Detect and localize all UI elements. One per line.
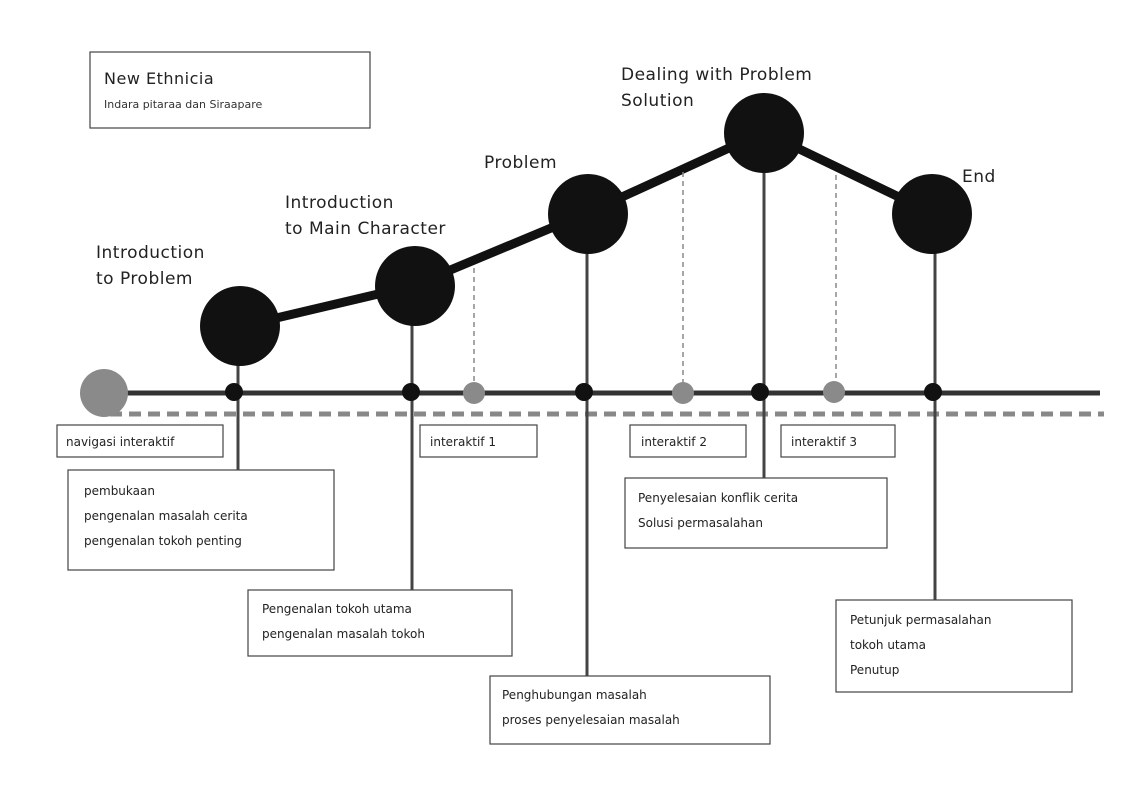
- description-box-2: Pengenalan tokoh utama pengenalan masala…: [247, 589, 513, 657]
- stage-node-problem[interactable]: [548, 174, 628, 254]
- timeline-node-5: [924, 383, 942, 401]
- header-frame: [89, 51, 371, 129]
- interactive-label-frame-3: [780, 424, 896, 458]
- navigation-label-box[interactable]: navigasi interaktif: [56, 424, 224, 458]
- description-box-3: Penghubungan masalah proses penyelesaian…: [489, 675, 771, 745]
- description-text-5: Petunjuk permasalahan tokoh utama Penutu…: [850, 613, 995, 677]
- stage-node-dealing-with-problem-solution[interactable]: [724, 93, 804, 173]
- interactive-label-3: interaktif 3: [791, 435, 857, 449]
- description-text-2: Pengenalan tokoh utama pengenalan masala…: [262, 602, 425, 641]
- header-box: New Ethnicia Indara pitaraa dan Siraapar…: [89, 51, 371, 129]
- interactive-node-2[interactable]: [672, 382, 694, 404]
- interactive-label-frame-1: [419, 424, 538, 458]
- stage-title-introduction-to-problem: Introduction to Problem: [96, 243, 211, 289]
- timeline-node-4: [751, 383, 769, 401]
- timeline-node-3: [575, 383, 593, 401]
- description-frame-2: [247, 589, 513, 657]
- description-frame-5: [835, 599, 1073, 693]
- stage-node-end[interactable]: [892, 174, 972, 254]
- description-frame-3: [489, 675, 771, 745]
- stage-title-end: End: [962, 167, 996, 187]
- interactive-label-box-3[interactable]: interaktif 3: [780, 424, 896, 458]
- stage-title-introduction-to-main-character: Introduction to Main Character: [285, 193, 446, 239]
- timeline-node-1: [225, 383, 243, 401]
- description-box-5: Petunjuk permasalahan tokoh utama Penutu…: [835, 599, 1073, 693]
- stage-node-introduction-to-main-character[interactable]: [375, 246, 455, 326]
- description-text-1: pembukaan pengenalan masalah cerita peng…: [84, 484, 252, 548]
- header-subtitle: Indara pitaraa dan Siraapare: [104, 98, 263, 111]
- header-title: New Ethnicia: [104, 69, 214, 88]
- description-frame-4: [624, 477, 888, 549]
- interactive-node-3[interactable]: [823, 381, 845, 403]
- interactive-label-2: interaktif 2: [641, 435, 707, 449]
- description-frame-1: [67, 469, 335, 571]
- interactive-node-1[interactable]: [463, 382, 485, 404]
- description-box-1: pembukaan pengenalan masalah cerita peng…: [67, 469, 335, 571]
- interactive-label-1: interaktif 1: [430, 435, 496, 449]
- interactive-label-box-1[interactable]: interaktif 1: [419, 424, 538, 458]
- navigation-label: navigasi interaktif: [66, 435, 175, 449]
- description-text-3: Penghubungan masalah proses penyelesaian…: [502, 688, 680, 727]
- stage-title-dealing-with-problem-solution: Dealing with Problem Solution: [621, 65, 818, 111]
- interactive-label-box-2[interactable]: interaktif 2: [629, 424, 747, 458]
- stage-node-introduction-to-problem[interactable]: [200, 286, 280, 366]
- description-box-4: Penyelesaian konflik cerita Solusi perma…: [624, 477, 888, 549]
- navigation-label-frame: [56, 424, 224, 458]
- navigation-start-node[interactable]: [80, 369, 128, 417]
- interactive-label-frame-2: [629, 424, 747, 458]
- timeline-node-2: [402, 383, 420, 401]
- stage-title-problem: Problem: [484, 153, 557, 173]
- description-text-4: Penyelesaian konflik cerita Solusi perma…: [638, 491, 802, 530]
